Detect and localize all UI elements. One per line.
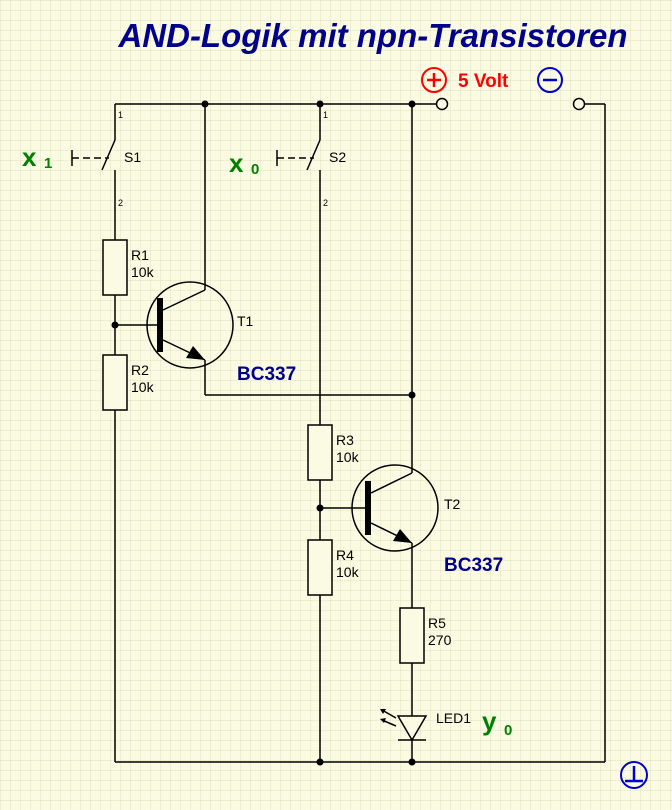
transistor-t2-type: BC337 xyxy=(444,555,503,576)
resistor-r3 xyxy=(307,424,333,481)
resistor-r1-name: R1 xyxy=(131,247,149,263)
supply-voltage-label: 5 Volt xyxy=(458,71,509,92)
diagram-title: AND-Logik mit npn-Transistoren xyxy=(117,17,627,54)
input-x0-index: 0 xyxy=(251,161,259,178)
input-x0-letter: x xyxy=(229,148,244,178)
plus-terminal-icon xyxy=(421,67,447,93)
resistor-r1-value: 10k xyxy=(131,264,155,280)
transistor-t2-icon xyxy=(351,464,439,552)
switch-s1-pin-bottom: 2 xyxy=(118,198,123,208)
switch-s2-label: S2 xyxy=(329,149,346,165)
resistor-r3-name: R3 xyxy=(336,432,354,448)
resistor-r4 xyxy=(307,539,333,596)
junction-dots xyxy=(111,100,416,766)
minus-terminal-icon xyxy=(537,67,563,93)
input-x1-letter: x xyxy=(22,142,37,172)
resistor-r5 xyxy=(399,607,425,664)
ground-icon xyxy=(620,761,648,789)
output-y0-index: 0 xyxy=(504,722,512,739)
led-icon xyxy=(380,709,428,742)
negative-terminal xyxy=(572,97,586,111)
transistor-t1-icon xyxy=(146,281,234,369)
led-label: LED1 xyxy=(436,710,471,726)
transistor-t2-label: T2 xyxy=(444,496,461,512)
resistor-r4-name: R4 xyxy=(336,547,354,563)
output-y0-letter: y xyxy=(482,706,497,736)
switch-s1-pin-top: 1 xyxy=(118,110,123,120)
switch-s2-pin-top: 1 xyxy=(323,110,328,120)
resistor-r4-value: 10k xyxy=(336,564,360,580)
switch-s1 xyxy=(71,139,116,178)
resistor-r3-value: 10k xyxy=(336,449,360,465)
switch-s1-label: S1 xyxy=(124,149,141,165)
positive-terminal xyxy=(435,97,449,111)
wires xyxy=(114,103,606,763)
input-x1-index: 1 xyxy=(44,155,52,172)
resistor-r5-name: R5 xyxy=(428,615,446,631)
resistor-r5-value: 270 xyxy=(428,632,452,648)
resistor-r2-value: 10k xyxy=(131,379,155,395)
transistor-t1-label: T1 xyxy=(237,313,254,329)
switch-s2 xyxy=(276,139,321,178)
resistor-r1 xyxy=(102,239,128,296)
resistor-r2-name: R2 xyxy=(131,362,149,378)
resistor-r2 xyxy=(102,354,128,411)
switch-s2-pin-bottom: 2 xyxy=(323,198,328,208)
transistor-t1-type: BC337 xyxy=(237,364,296,385)
